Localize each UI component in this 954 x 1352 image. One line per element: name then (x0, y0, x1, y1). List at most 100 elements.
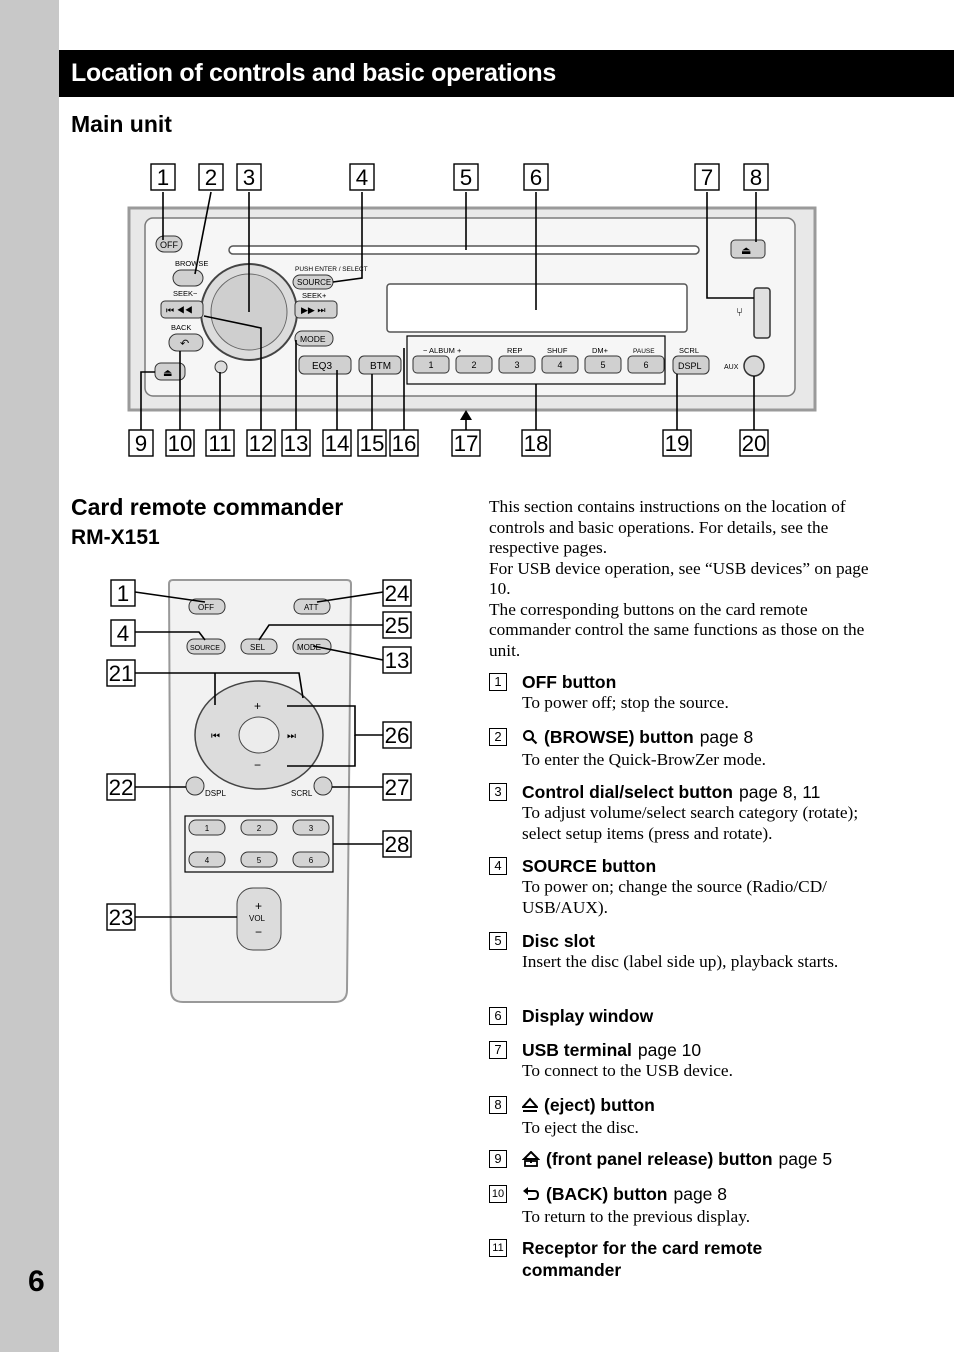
preset-button-2[interactable] (455, 355, 493, 374)
remote-key-1[interactable] (188, 819, 226, 836)
remote-key-label: 2 (257, 824, 262, 833)
callout-19: 19 (665, 431, 690, 456)
remote-key-5[interactable] (240, 851, 278, 868)
display-window (386, 283, 688, 333)
remote-dspl-button[interactable] (185, 776, 205, 796)
remote-key-3[interactable] (292, 819, 330, 836)
remote-key-2[interactable] (240, 819, 278, 836)
remote-off-button[interactable] (188, 598, 226, 615)
remote-vol-rocker[interactable] (236, 887, 282, 951)
callout-17-box (451, 429, 481, 457)
callout-1-box (150, 163, 176, 191)
seek-plus-button[interactable] (294, 300, 338, 319)
seek-back-icon: ⏮ (211, 731, 220, 742)
remote-key-6[interactable] (292, 851, 330, 868)
callout-14: 14 (325, 431, 350, 456)
btm-label: BTM (370, 361, 391, 372)
back-label: BACK (171, 323, 191, 332)
remote-mode-button[interactable] (292, 638, 332, 655)
callout-28-box (382, 830, 412, 858)
callout-12-box (246, 429, 276, 457)
remote-att-label: ATT (304, 603, 319, 612)
item-11: 11 Receptor for the card remote commande… (489, 1237, 889, 1281)
item-5: 5 Disc slot Insert the disc (label side … (489, 930, 889, 973)
item-title: SOURCE button (522, 856, 657, 876)
main-unit-heading: Main unit (71, 111, 172, 137)
callout-7-box (694, 163, 720, 191)
item-number: 11 (489, 1239, 507, 1257)
callout-15-box (357, 429, 387, 457)
back-arrow-icon (522, 1185, 540, 1207)
item-number: 7 (489, 1041, 507, 1059)
callout-4-box (349, 163, 375, 191)
item-page-ref: page 8, 11 (738, 782, 821, 802)
preset-button-1[interactable] (412, 355, 450, 374)
item-number: 2 (489, 728, 507, 746)
browse-button[interactable] (172, 269, 204, 287)
remote-source-button[interactable] (186, 638, 226, 655)
remote-heading: Card remote commander (71, 494, 344, 520)
callout-11: 11 (208, 431, 231, 456)
item-title: Display window (522, 1006, 654, 1026)
seek-minus-button[interactable] (160, 300, 204, 319)
back-button[interactable] (168, 333, 204, 352)
btm-button[interactable] (358, 355, 402, 375)
intro-paragraph: For USB device operation, see “USB devic… (489, 558, 869, 599)
browse-label: BROWSE (175, 259, 208, 268)
item-title: (front panel release) button (546, 1149, 773, 1169)
callout-13-box (382, 646, 412, 674)
seek-minus-label: SEEK− (173, 289, 198, 298)
callout-22: 22 (109, 775, 134, 800)
remote-scrl-button[interactable] (313, 776, 333, 796)
item-title: USB terminal (522, 1040, 632, 1060)
callout-13: 13 (284, 431, 309, 456)
remote-att-button[interactable] (293, 598, 331, 615)
intro-text: This section contains instructions on th… (489, 497, 884, 661)
item-title: (BROWSE) button (544, 727, 694, 747)
item-title: (BACK) button (546, 1184, 668, 1204)
item-desc: To power on; change the source (Radio/CD… (522, 877, 827, 917)
callout-22-box (106, 773, 136, 801)
search-icon (522, 728, 538, 750)
remote-sel-label: SEL (250, 643, 266, 652)
item-page-ref: page 8 (673, 1184, 728, 1204)
disc-slot (228, 245, 700, 255)
remote-key-label: 1 (205, 824, 210, 833)
item-title: (eject) button (544, 1095, 655, 1115)
item-title: Disc slot (522, 931, 595, 951)
remote-key-4[interactable] (188, 851, 226, 868)
callout-1: 1 (117, 581, 129, 606)
rep-label: REP (507, 346, 522, 355)
preset-button-6[interactable] (627, 355, 665, 374)
callout-27-box (382, 773, 412, 801)
remote-leader-lines (134, 591, 384, 918)
dspl-button[interactable] (672, 355, 710, 375)
eq3-label: EQ3 (312, 361, 332, 372)
callout-28: 28 (385, 832, 410, 857)
item-page-ref: page 8 (699, 727, 754, 747)
callout-21: 21 (109, 661, 134, 686)
callout-2: 2 (205, 165, 217, 190)
callout-4-box (110, 619, 136, 647)
page-number: 6 (28, 1265, 45, 1298)
mode-button[interactable] (294, 330, 334, 347)
item-1: 1 OFF button To power off; stop the sour… (489, 671, 889, 714)
item-title: Receptor for the card remote commander (522, 1238, 763, 1280)
eject-button[interactable] (730, 239, 766, 259)
preset-button-5[interactable] (584, 355, 622, 374)
preset-button-3[interactable] (498, 355, 536, 374)
callout-26: 26 (385, 723, 410, 748)
vol-minus-icon: − (255, 925, 262, 939)
callout-17: 17 (454, 431, 479, 456)
callout-13-box (281, 429, 311, 457)
preset-label: 3 (514, 360, 519, 370)
preset-button-4[interactable] (541, 355, 579, 374)
eq3-button[interactable] (298, 355, 352, 375)
card-slot-arrow (460, 410, 472, 420)
callout-24-box (382, 579, 412, 607)
